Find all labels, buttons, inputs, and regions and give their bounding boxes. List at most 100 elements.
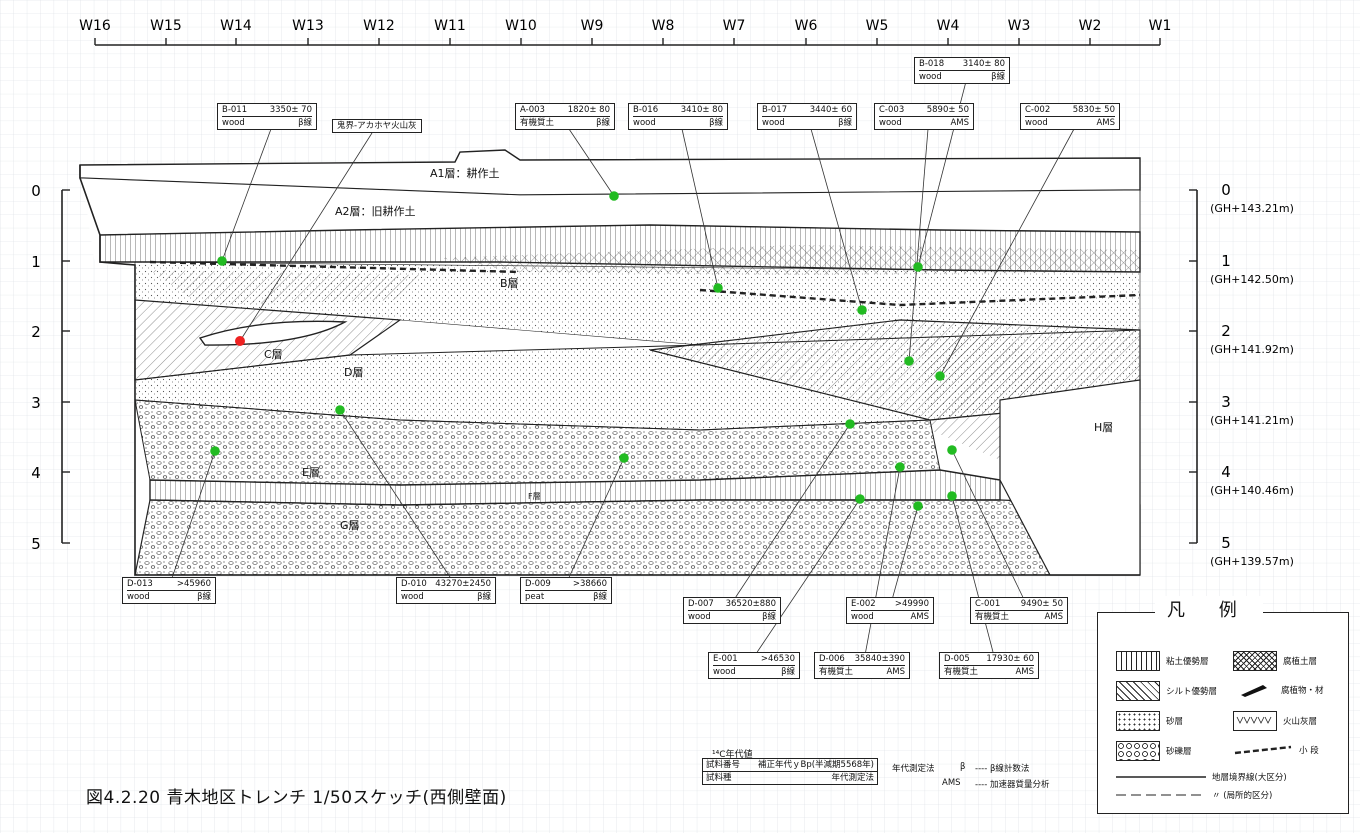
right-tick-label: 3 bbox=[1221, 393, 1231, 411]
sample-method: β線 bbox=[298, 118, 312, 128]
sample-age: >49990 bbox=[894, 599, 929, 609]
sample-material: wood bbox=[633, 118, 656, 128]
legend-humus: 腐植土層 bbox=[1283, 657, 1318, 667]
elevation-label: (GH+140.46m) bbox=[1210, 484, 1294, 497]
sample-dot bbox=[845, 419, 855, 429]
left-tick-label: 2 bbox=[31, 323, 41, 341]
boundary-swatch bbox=[1116, 776, 1206, 778]
sample-method: β線 bbox=[477, 592, 491, 602]
sample-method: AMS bbox=[1096, 118, 1115, 128]
method-label: 年代測定法 bbox=[892, 764, 935, 774]
layer-g-label: G層 bbox=[340, 519, 360, 532]
clay-swatch bbox=[1116, 651, 1160, 671]
sample-material: wood bbox=[851, 612, 874, 622]
legend-sand: 砂層 bbox=[1166, 717, 1184, 727]
sample-method: β線 bbox=[596, 118, 610, 128]
top-tick-label: W2 bbox=[1079, 18, 1102, 34]
leader-line bbox=[221, 128, 272, 262]
sample-id: A-003 bbox=[520, 105, 545, 115]
sample-age: 35840±390 bbox=[854, 654, 905, 664]
legend-silt: シルト優勢層 bbox=[1166, 687, 1218, 697]
sample-dot bbox=[913, 501, 923, 511]
sample-id: B-011 bbox=[222, 105, 248, 115]
top-tick-label: W7 bbox=[723, 18, 746, 34]
legend-gravel: 砂礫層 bbox=[1166, 747, 1192, 757]
sample-material: wood bbox=[222, 118, 245, 128]
sample-id: E-002 bbox=[851, 599, 876, 609]
layer-h-label: H層 bbox=[1094, 421, 1114, 434]
sample-material: 有機質土 bbox=[819, 667, 854, 677]
legend-wood: 腐植物・材 bbox=[1281, 686, 1324, 696]
top-tick-label: W4 bbox=[937, 18, 960, 34]
sample-id: D-006 bbox=[819, 654, 845, 664]
legend-boundary: 地層境界線(大区分) bbox=[1212, 773, 1287, 783]
c14-row2-left: 試料種 bbox=[706, 773, 732, 783]
layer-b-label: B層 bbox=[500, 277, 519, 290]
sample-dot bbox=[609, 191, 619, 201]
ams-symbol: AMS bbox=[942, 778, 961, 788]
sample-age: >46530 bbox=[760, 654, 795, 664]
sample-material: wood bbox=[127, 592, 150, 602]
leader-line bbox=[172, 450, 216, 578]
sample-dot bbox=[619, 453, 629, 463]
top-tick-label: W16 bbox=[79, 18, 111, 34]
sample-material: wood bbox=[688, 612, 711, 622]
sample-id: D-013 bbox=[127, 579, 153, 589]
sample-age: >38660 bbox=[572, 579, 607, 589]
step-swatch bbox=[1234, 745, 1292, 755]
leader-line bbox=[810, 128, 863, 311]
gravel-swatch bbox=[1116, 741, 1160, 761]
sample-method: β線 bbox=[709, 118, 723, 128]
sample-dot bbox=[895, 462, 905, 472]
leader-line bbox=[568, 128, 615, 197]
sand-swatch bbox=[1116, 711, 1160, 731]
elevation-label: (GH+141.92m) bbox=[1210, 343, 1294, 356]
sample-method: β線 bbox=[762, 612, 776, 622]
sample-age: 3140± 80 bbox=[962, 59, 1005, 69]
right-tick-label: 1 bbox=[1221, 252, 1231, 270]
c14-row1-right: 補正年代ｙBp(半減期5568年) bbox=[758, 760, 874, 770]
sample-id: D-007 bbox=[688, 599, 714, 609]
ash-swatch bbox=[1233, 711, 1277, 731]
top-tick-label: W3 bbox=[1008, 18, 1031, 34]
sample-dot bbox=[217, 256, 227, 266]
right-tick-label: 2 bbox=[1221, 322, 1231, 340]
sample-id: E-001 bbox=[713, 654, 738, 664]
layer-e-label: E層 bbox=[302, 466, 320, 479]
local-boundary-swatch bbox=[1116, 794, 1206, 796]
legend-local-boundary: 〃 (局所的区分) bbox=[1212, 791, 1273, 801]
top-tick-label: W6 bbox=[795, 18, 818, 34]
sample-material: wood bbox=[919, 72, 942, 82]
leader-line bbox=[339, 409, 451, 578]
layer-d-label: D層 bbox=[344, 366, 364, 379]
sample-dot bbox=[935, 371, 945, 381]
sample-dot bbox=[947, 445, 957, 455]
legend-ash: 火山灰層 bbox=[1283, 717, 1318, 727]
c14-row2-right: 年代測定法 bbox=[831, 773, 874, 783]
right-tick-label: 5 bbox=[1221, 534, 1231, 552]
sample-id: D-005 bbox=[944, 654, 970, 664]
elevation-label: (GH+143.21m) bbox=[1210, 202, 1294, 215]
sample-id: B-018 bbox=[919, 59, 945, 69]
sample-id: D-010 bbox=[401, 579, 427, 589]
sample-material: wood bbox=[879, 118, 902, 128]
sample-age: 5890± 50 bbox=[926, 105, 969, 115]
sample-id: C-001 bbox=[975, 599, 1001, 609]
top-tick-label: W15 bbox=[150, 18, 182, 34]
ams-desc: ---- 加速器質量分析 bbox=[975, 780, 1050, 790]
right-tick-label: 4 bbox=[1221, 463, 1231, 481]
leader-line bbox=[239, 132, 373, 342]
sample-method: AMS bbox=[910, 612, 929, 622]
elevation-label: (GH+142.50m) bbox=[1210, 273, 1294, 286]
top-tick-label: W9 bbox=[581, 18, 604, 34]
ash-note-label: 鬼界-アカホヤ火山灰 bbox=[332, 119, 422, 133]
top-tick-label: W5 bbox=[866, 18, 889, 34]
